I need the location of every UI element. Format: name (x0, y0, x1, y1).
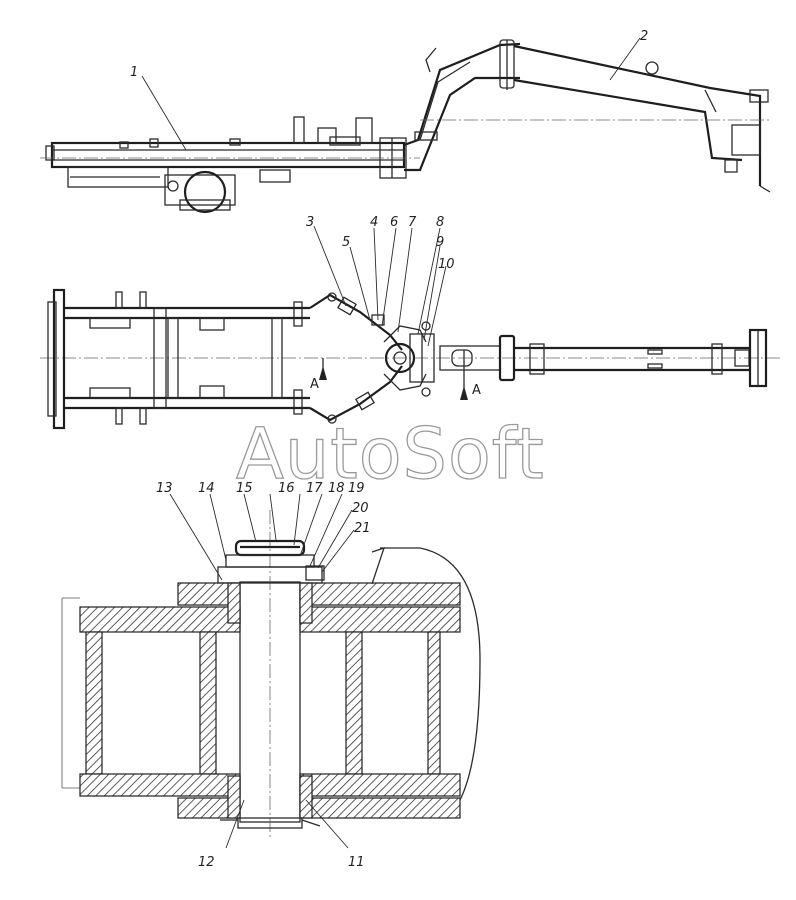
callout-4: 4 (370, 215, 378, 230)
section-label-right: A (472, 383, 481, 398)
rear-frame-plan (40, 288, 780, 430)
callout-9: 9 (436, 235, 444, 250)
callout-14: 14 (198, 481, 215, 496)
callout-21: 21 (354, 521, 371, 536)
callout-10: 10 (438, 257, 455, 272)
section-label-left: A (310, 377, 319, 392)
callout-2: 2 (640, 29, 648, 44)
rear-frame-side (40, 116, 420, 188)
callout-7: 7 (408, 215, 417, 230)
callout-12: 12 (198, 855, 215, 870)
callout-20: 20 (352, 501, 369, 516)
section-marker: A A (310, 350, 481, 400)
callout-3: 3 (306, 215, 314, 230)
callout-19: 19 (348, 481, 365, 496)
callout-5: 5 (342, 235, 350, 250)
front-frame-side (403, 39, 771, 193)
axle-housing-side (164, 170, 236, 214)
watermark: AutoSoft (236, 413, 545, 495)
top-view: A A 3 4 5 6 7 8 9 10 (40, 215, 780, 430)
callout-16: 16 (278, 481, 295, 496)
callout-1: 1 (130, 65, 138, 80)
section-view: 13 14 15 16 17 18 19 20 21 12 11 (61, 481, 481, 870)
callout-11: 11 (348, 855, 365, 870)
callout-17: 17 (306, 481, 323, 496)
side-view: 1 2 (40, 29, 771, 214)
callout-15: 15 (236, 481, 253, 496)
front-frame-plan (439, 328, 768, 388)
callout-13: 13 (156, 481, 173, 496)
callout-8: 8 (436, 215, 444, 230)
callout-18: 18 (328, 481, 345, 496)
callout-6: 6 (390, 215, 398, 230)
articulation-joint-plan (309, 292, 435, 424)
